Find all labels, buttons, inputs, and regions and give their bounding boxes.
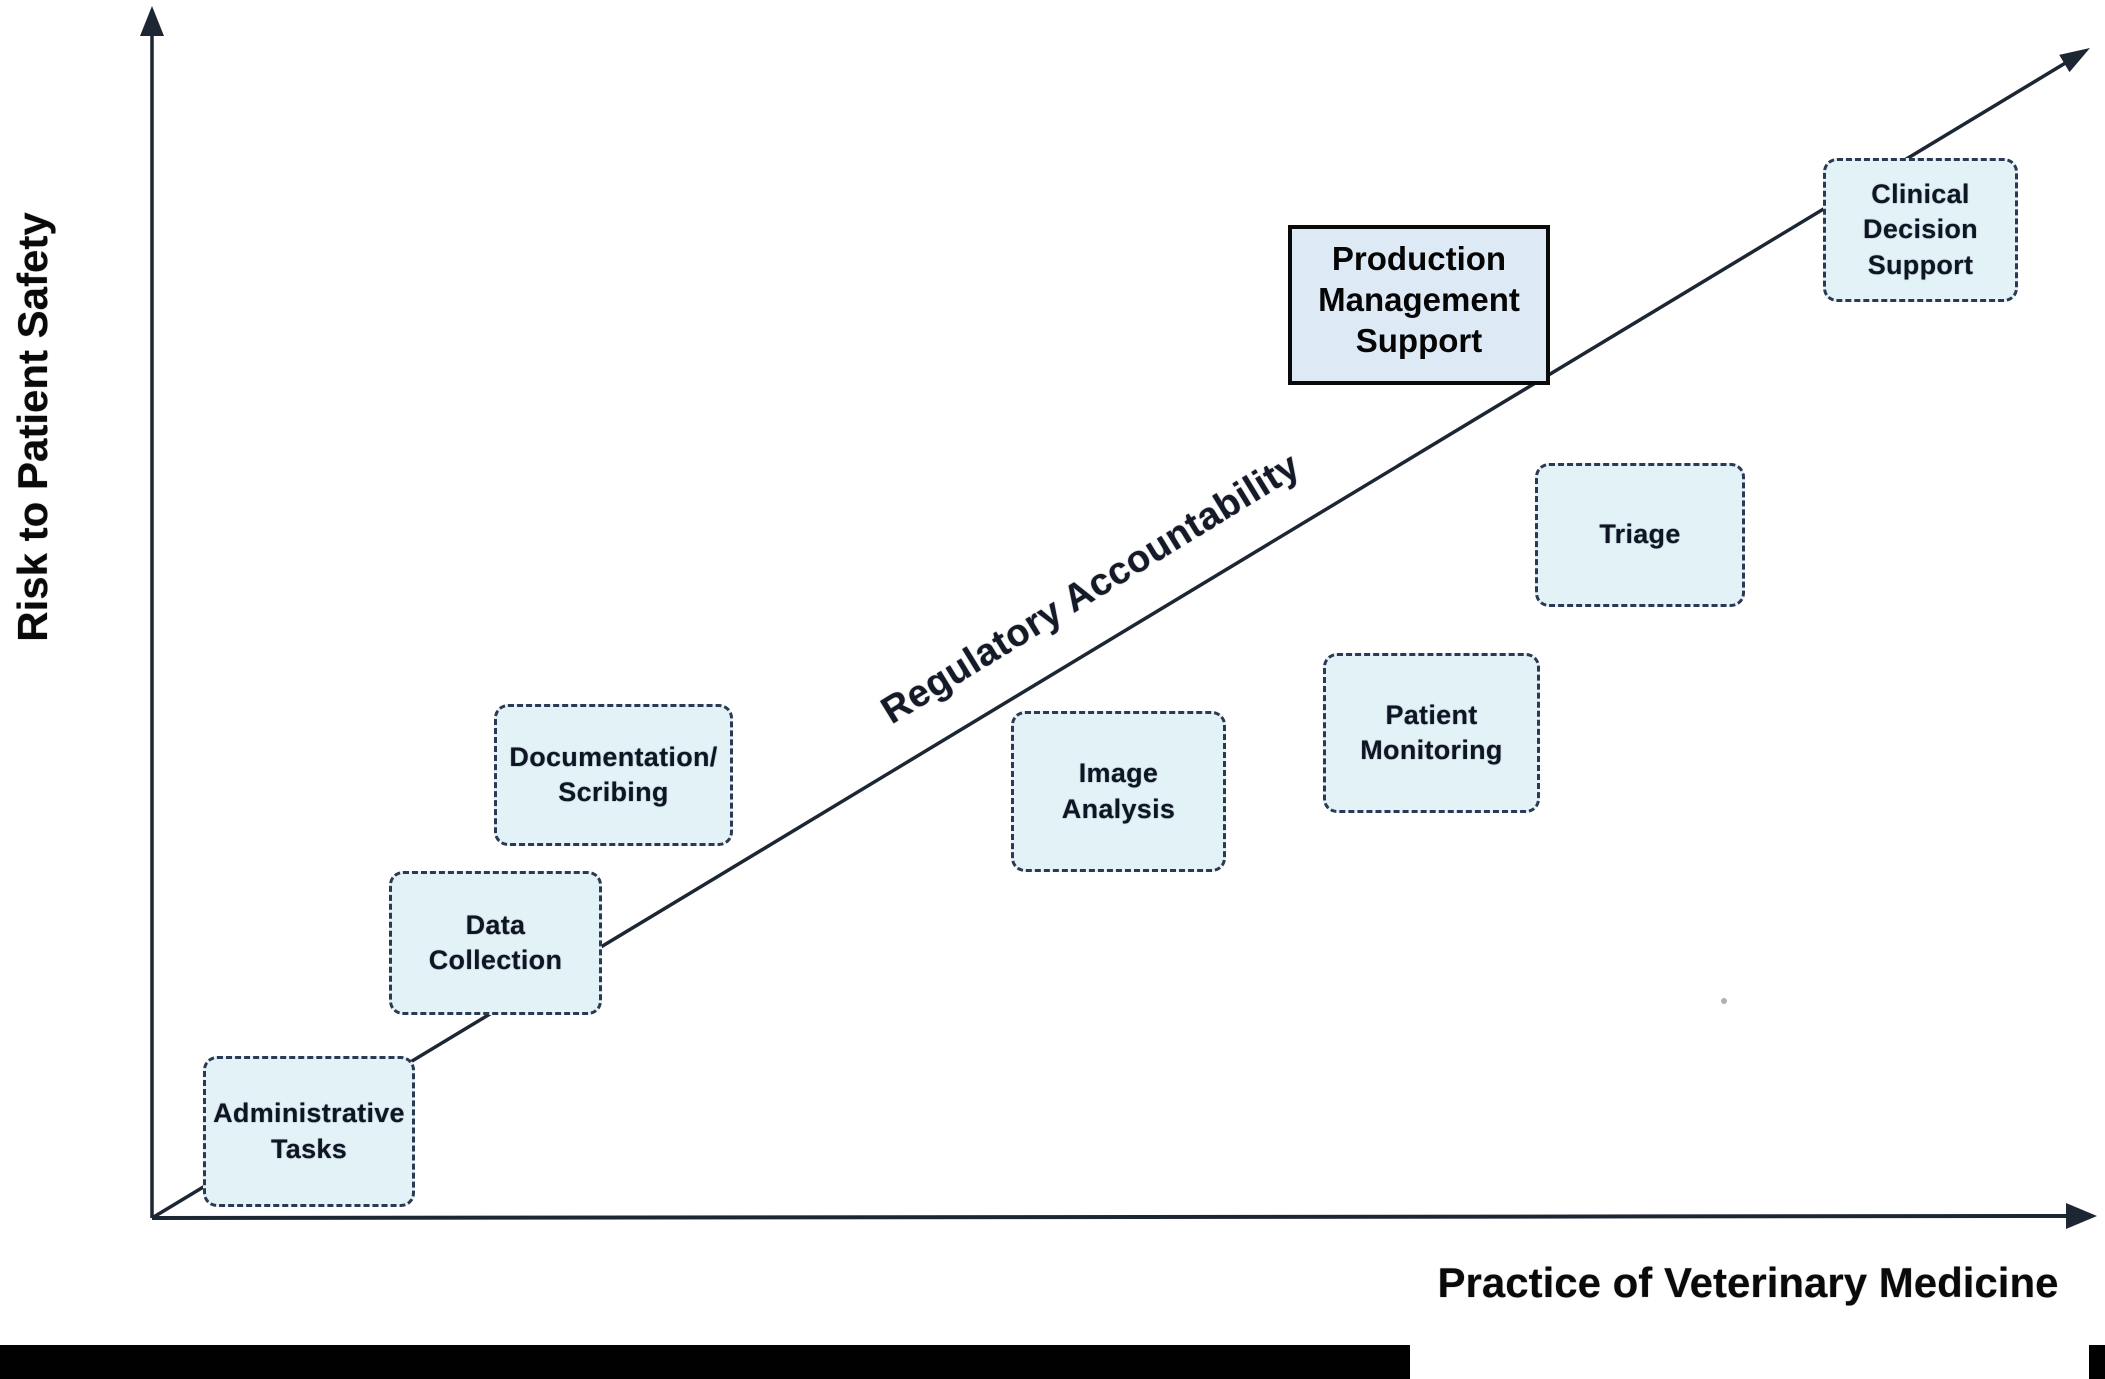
node-documentation-scribing: Documentation/ Scribing xyxy=(494,704,733,846)
node-image-analysis: Image Analysis xyxy=(1011,711,1226,872)
x-axis-label: Practice of Veterinary Medicine xyxy=(1437,1259,2059,1306)
node-administrative-tasks: Administrative Tasks xyxy=(203,1056,415,1207)
scan-speckle xyxy=(1721,998,1727,1004)
y-axis-arrowhead xyxy=(140,6,164,36)
node-production-management-support: Production Management Support xyxy=(1288,225,1550,385)
node-data-collection: Data Collection xyxy=(389,871,602,1015)
regulatory-line xyxy=(151,54,2078,1220)
node-clinical-decision-support: Clinical Decision Support xyxy=(1823,158,2018,302)
node-triage: Triage xyxy=(1535,463,1745,607)
regulatory-line-arrowhead xyxy=(2059,48,2090,73)
x-axis-arrowhead xyxy=(2066,1203,2097,1229)
bottom-black-bar xyxy=(0,1345,1410,1379)
x-axis-line xyxy=(151,1214,2071,1220)
y-axis-label: Risk to Patient Safety xyxy=(9,212,56,642)
node-patient-monitoring: Patient Monitoring xyxy=(1323,653,1540,813)
bottom-right-black-block xyxy=(2089,1345,2105,1379)
